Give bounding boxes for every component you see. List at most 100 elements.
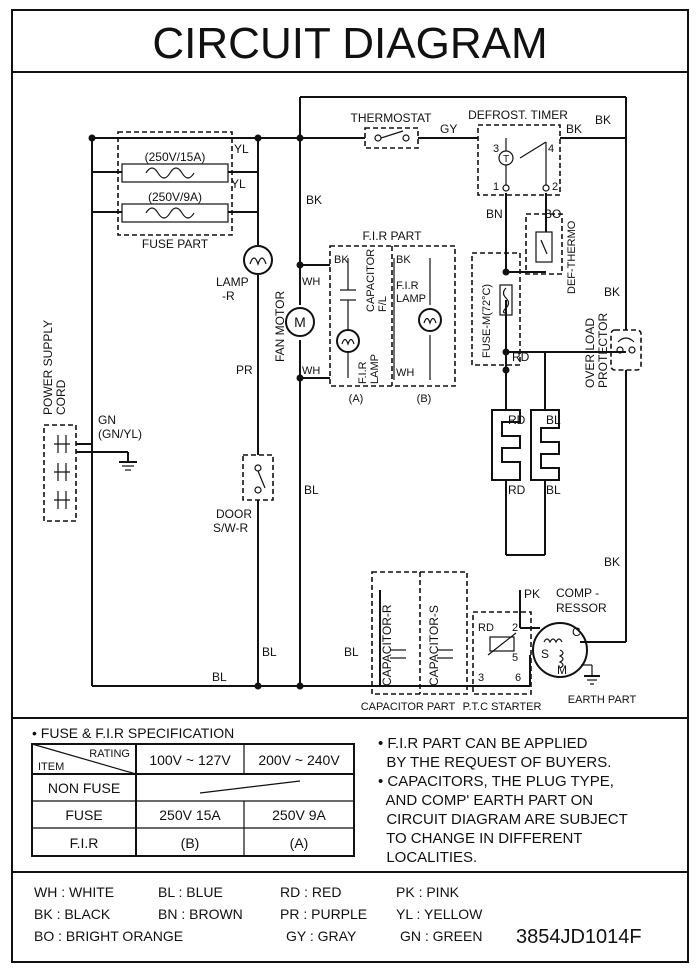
lamp-r-label-2: -R xyxy=(222,289,235,303)
defrost-heater-left xyxy=(491,409,521,481)
fir-lamp-a-sublabel: LAMP xyxy=(369,354,381,384)
non-fuse-dash-mark xyxy=(199,780,301,794)
fuse-2 xyxy=(121,203,229,223)
wire-label-bl: BL xyxy=(546,483,561,497)
lamp-r-filament xyxy=(249,257,267,266)
capacitor-s-label: CAPACITOR-S xyxy=(427,605,441,686)
timer-switch-icon xyxy=(519,141,547,159)
legend-item: YL : YELLOW xyxy=(396,906,483,922)
note-line: • CAPACITORS, THE PLUG TYPE, xyxy=(378,773,614,790)
capacitor-r-label: CAPACITOR-R xyxy=(380,604,394,686)
fir-lamp-a-filament xyxy=(341,338,355,346)
wire-label-bk: BK xyxy=(595,113,611,127)
ptc-terminal-6: 6 xyxy=(515,672,521,684)
plug-icon-3 xyxy=(54,491,70,509)
wire-label-bk: BK xyxy=(566,122,582,136)
thermostat-box xyxy=(364,127,419,149)
compressor-coil-m xyxy=(558,649,564,669)
timer-terminal-4: 4 xyxy=(548,143,554,155)
wire-label-bk: BK xyxy=(604,555,620,569)
spec-fuse-200v: 250V 9A xyxy=(272,807,326,823)
fir-lamp-b-filament xyxy=(423,317,437,325)
fir-lamp-b-sublabel: LAMP xyxy=(396,293,426,305)
compressor-label-2: RESSOR xyxy=(556,601,607,615)
note-line: TO CHANGE IN DIFFERENT xyxy=(378,830,582,847)
spec-item-header: ITEM xyxy=(38,761,64,773)
fuse-2-symbol xyxy=(145,207,195,219)
note-line: • F.I.R PART CAN BE APPLIED xyxy=(378,735,588,752)
fuse-1-rating: (250V/15A) xyxy=(145,150,206,164)
fir-lamp-a-icon xyxy=(336,329,360,353)
power-cord-label-1: POWER SUPPLY xyxy=(41,320,55,415)
olp-bimetal-icon xyxy=(617,337,635,343)
ptc-rd-label: RD xyxy=(478,622,494,634)
wire-label-rd: RD xyxy=(508,413,526,427)
compressor-label-1: COMP - xyxy=(556,586,599,600)
def-thermo-element xyxy=(535,231,553,263)
ground-color-label: (GN/YL) xyxy=(98,427,142,441)
fuse-1-symbol xyxy=(145,167,195,179)
wire-label-wh: WH xyxy=(302,365,320,377)
fir-variant-a: (A) xyxy=(349,393,364,405)
wire-label-bl: BL xyxy=(546,413,561,427)
overload-label-2: PROTECTOR xyxy=(596,313,610,388)
wire-label-bk: BK xyxy=(334,254,349,266)
timer-terminal-icon xyxy=(502,184,510,192)
fan-motor-label: FAN MOTOR xyxy=(273,291,287,362)
overload-protector-box xyxy=(610,329,642,371)
fan-motor-icon xyxy=(285,307,315,337)
fir-part-box xyxy=(329,245,456,387)
legend-item: GY : GRAY xyxy=(286,928,357,944)
junction xyxy=(296,374,304,382)
legend-item: BO : BRIGHT ORANGE xyxy=(34,928,183,944)
thermostat-label: THERMOSTAT xyxy=(351,111,433,125)
note-line: CIRCUIT DIAGRAM ARE SUBJECT xyxy=(378,811,628,828)
defrost-timer-box xyxy=(477,124,561,196)
fir-variant-b: (B) xyxy=(417,393,432,405)
fir-part-label: F.I.R PART xyxy=(363,229,423,243)
ptc-terminal-2: 2 xyxy=(512,622,518,634)
note-line: LOCALITIES. xyxy=(378,849,477,866)
capacitor-part-label: CAPACITOR PART xyxy=(361,701,456,713)
wire-label-rd: RD xyxy=(508,483,526,497)
junction xyxy=(296,134,304,142)
def-thermo-switch-icon xyxy=(540,239,548,255)
part-number: 3854JD1014F xyxy=(516,926,642,948)
plug-icon-2 xyxy=(54,463,70,481)
fir-lamp-b-icon xyxy=(418,308,442,332)
def-thermo-box xyxy=(525,213,563,275)
wire-label-yl: YL xyxy=(234,142,249,156)
wire-label-bk: BK xyxy=(306,193,322,207)
junction xyxy=(254,134,262,142)
fir-lamp-a-label: F.I.R xyxy=(357,361,369,384)
lamp-r-label-1: LAMP xyxy=(216,275,249,289)
legend-item: RD : RED xyxy=(280,884,341,900)
door-switch-label-1: DOOR xyxy=(216,507,252,521)
fir-lamp-b-label: F.I.R xyxy=(396,280,419,292)
spec-fir-100v: (B) xyxy=(181,835,200,851)
spec-rating-header: RATING xyxy=(89,748,130,760)
wire-label-bn: BN xyxy=(486,207,503,221)
wire-label-yl: YL xyxy=(231,177,246,191)
spec-col-200v: 200V ~ 240V xyxy=(258,752,340,768)
power-cord-box xyxy=(43,424,77,522)
thermostat-contact-icon xyxy=(374,134,382,142)
fuse-m-box xyxy=(471,252,521,366)
fuse-m-label: FUSE-M(72°C) xyxy=(481,284,493,358)
wire-label-bl: BL xyxy=(212,670,227,684)
wire-label-pr: PR xyxy=(236,363,253,377)
junction xyxy=(502,268,510,276)
thermostat-contact-icon xyxy=(402,134,410,142)
wire-label-rd: RD xyxy=(512,350,530,364)
spec-header-diagonal xyxy=(31,743,137,775)
capacitor-fl-sublabel: F/L xyxy=(377,296,389,312)
legend-item: GN : GREEN xyxy=(400,928,482,944)
legend-item: PR : PURPLE xyxy=(280,906,367,922)
legend-item: BN : BROWN xyxy=(158,906,243,922)
door-contact-icon xyxy=(254,464,262,472)
compressor-m: M xyxy=(557,663,567,677)
ground-label: GN xyxy=(98,413,116,427)
ptc-starter-label: P.T.C STARTER xyxy=(463,701,542,713)
ptc-terminal-3: 3 xyxy=(478,672,484,684)
